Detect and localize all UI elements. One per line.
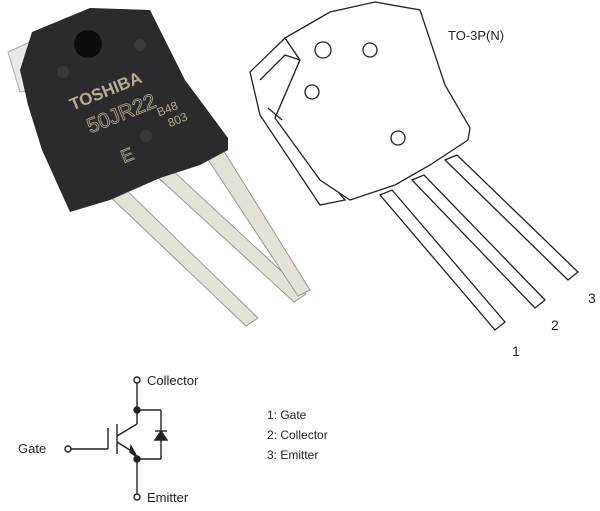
photo-pin-marker	[140, 130, 152, 142]
package-edge	[267, 107, 283, 121]
package-mounting-hole	[314, 41, 332, 59]
transistor-photo: TOSHIBA 50JR22 B48 803 E	[7, 8, 311, 327]
collector-label: Collector	[147, 373, 199, 388]
igbt-schematic-symbol	[64, 376, 169, 501]
package-name: TO-3P(N)	[448, 28, 504, 43]
legend-item: 1: Gate	[267, 408, 307, 422]
gate-label: Gate	[18, 441, 46, 456]
pin-number-2: 2	[551, 317, 559, 333]
package-hole	[390, 130, 406, 146]
package-lead-2	[410, 174, 546, 309]
emitter-label: Emitter	[147, 490, 189, 505]
pin-number-3: 3	[588, 290, 596, 306]
photo-mounting-hole	[74, 30, 102, 58]
package-lead-3	[443, 154, 579, 281]
pin-number-1: 1	[512, 343, 520, 359]
photo-pin-marker	[57, 66, 69, 78]
legend-item: 2: Collector	[267, 428, 328, 442]
pin-legend: 1: Gate 2: Collector 3: Emitter	[267, 408, 328, 462]
package-edge	[259, 54, 301, 81]
photo-lead-1	[101, 185, 259, 327]
legend-item: 3: Emitter	[267, 448, 318, 462]
package-outline-drawing	[249, 1, 579, 331]
package-lead-1	[378, 189, 506, 331]
package-hole	[304, 84, 320, 100]
photo-body	[20, 8, 228, 212]
photo-pin-marker	[134, 39, 146, 51]
package-hole	[362, 42, 378, 58]
